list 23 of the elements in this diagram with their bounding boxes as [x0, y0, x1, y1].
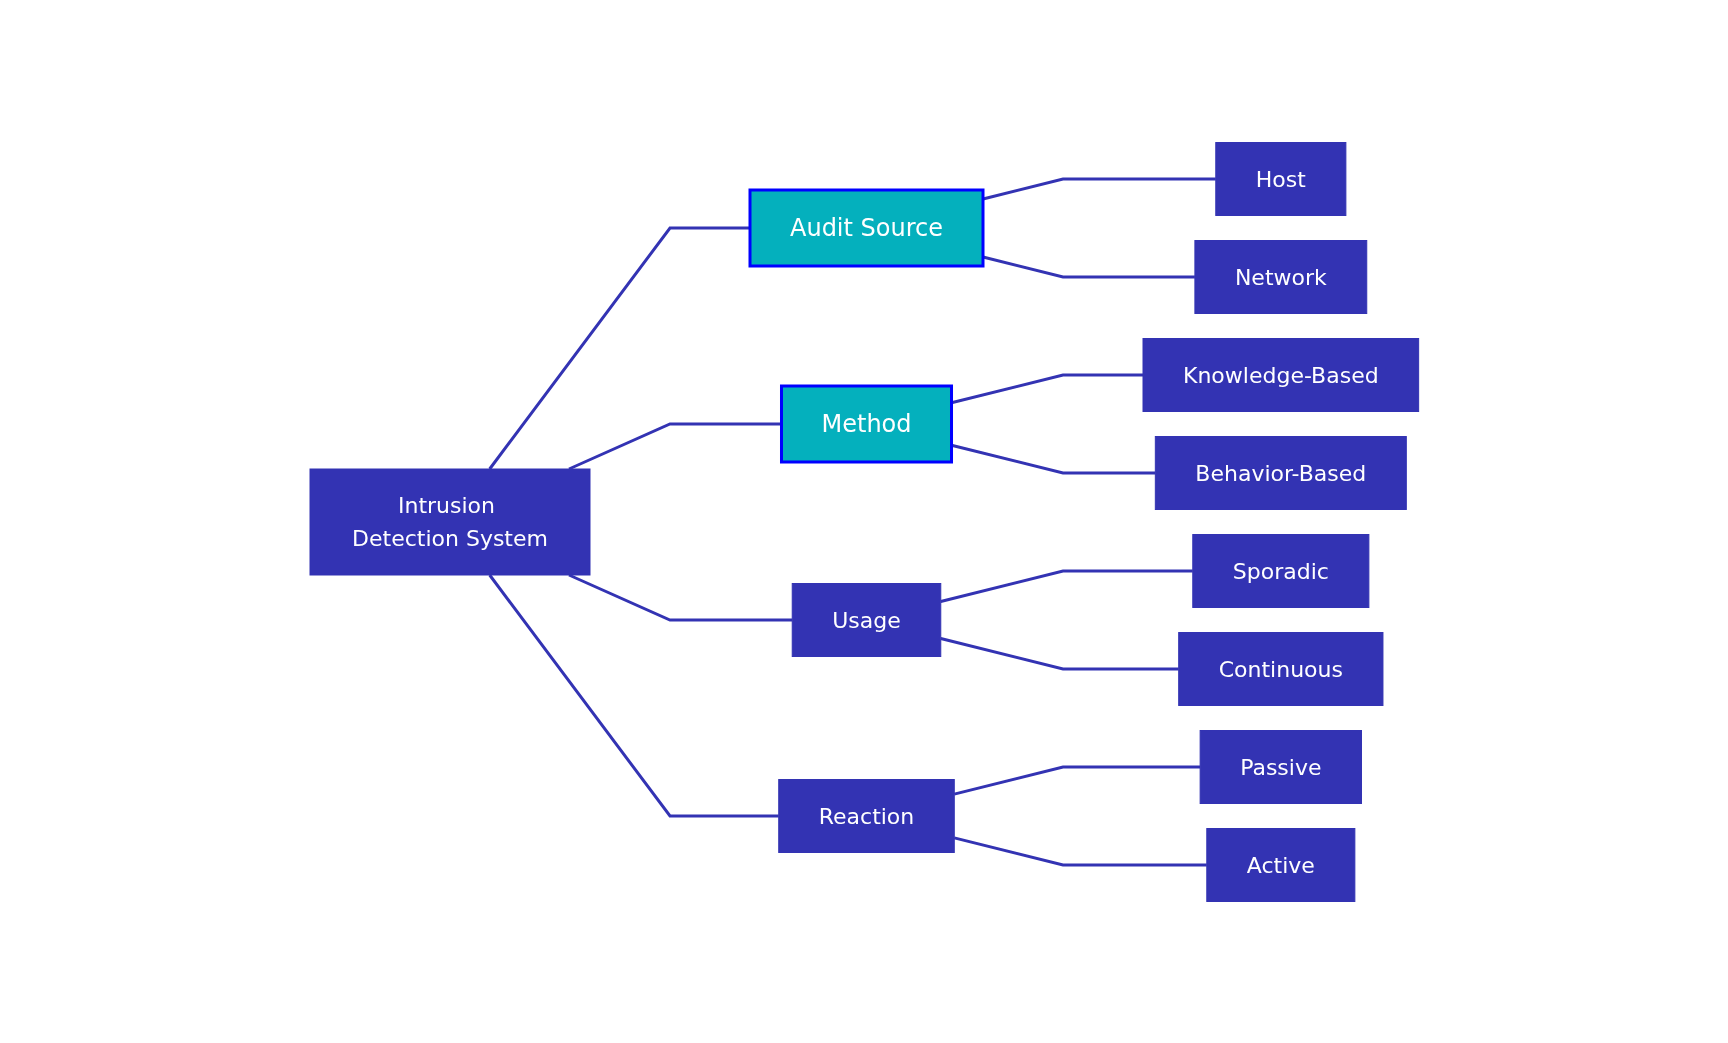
node-box: Sporadic — [1191, 533, 1370, 608]
node-box: Knowledge-Based — [1142, 337, 1419, 412]
node-box: Reaction — [777, 778, 955, 853]
node-box: Passive — [1199, 729, 1362, 804]
connector — [940, 636, 1179, 670]
node-box: Active — [1205, 827, 1355, 902]
connector — [568, 422, 782, 470]
node-box: Audit Source — [748, 188, 985, 267]
connector — [488, 226, 750, 470]
connector — [568, 573, 792, 621]
connector — [953, 765, 1200, 796]
node-box: Usage — [791, 582, 941, 657]
node-box: Continuous — [1177, 631, 1384, 706]
connector — [953, 835, 1207, 866]
node-box: Host — [1214, 141, 1347, 216]
connector — [488, 573, 779, 817]
connector — [982, 255, 1195, 278]
node-box: Behavior-Based — [1154, 435, 1407, 510]
connector — [940, 569, 1193, 603]
node-box: Network — [1194, 239, 1367, 314]
connector — [982, 177, 1216, 200]
node-box: Intrusion Detection System — [309, 468, 591, 575]
node-box: Method — [779, 384, 953, 463]
